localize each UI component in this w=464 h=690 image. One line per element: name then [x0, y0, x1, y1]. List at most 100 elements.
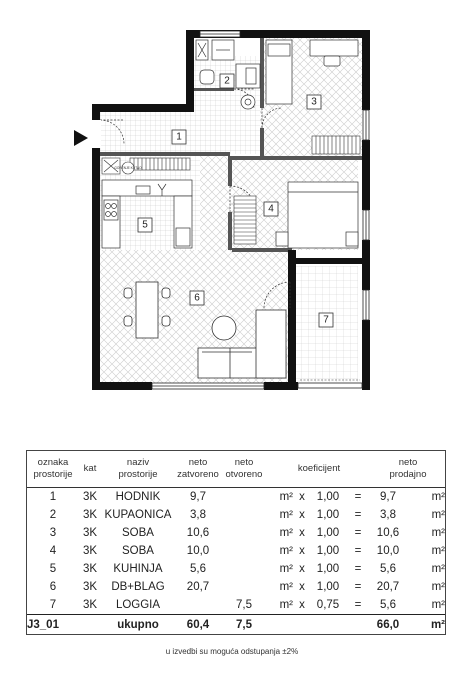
table-cell: 20,7	[186, 581, 210, 593]
total-label: ukupno	[117, 619, 159, 631]
boiler-unit: GORENJE KOTAO	[101, 157, 142, 175]
table-cell: 1,00	[316, 563, 340, 575]
room-labels: 1 2 3 4 5 6 7	[137, 73, 334, 328]
table-cell: m²	[431, 581, 445, 593]
table-cell: 1,00	[316, 509, 340, 521]
table-cell	[221, 542, 267, 560]
table-cell: 7,5	[236, 599, 252, 611]
doors	[99, 88, 291, 309]
table-cell: m²	[279, 509, 293, 521]
table-cell	[221, 488, 267, 507]
table-cell: =	[354, 581, 362, 593]
table-cell: KUHINJA	[113, 563, 163, 575]
room-label-7: 7	[323, 315, 329, 326]
table-cell: 20,7	[376, 581, 400, 593]
table-cell: =	[354, 509, 362, 521]
table-cell: m²	[431, 545, 445, 557]
table-cell: 1,00	[316, 581, 340, 593]
table-cell: x	[299, 527, 305, 539]
table-cell: KUPAONICA	[104, 509, 172, 521]
room-label-6: 6	[194, 293, 200, 304]
table-row: 6 3K DB+BLAG 20,7 m² x 1,00 = 20,7 m²	[27, 578, 445, 596]
table-cell: x	[299, 509, 305, 521]
table-cell: DB+BLAG	[111, 581, 165, 593]
table-cell: 10,0	[186, 545, 210, 557]
total-prodajno: 66,0	[376, 619, 400, 631]
table-cell: m²	[279, 581, 293, 593]
double-bed	[275, 181, 359, 249]
total-oznaka: J3_01	[27, 619, 59, 631]
table-cell: 3,8	[190, 509, 206, 521]
table-cell: x	[299, 545, 305, 557]
windows	[151, 30, 370, 390]
table-cell: =	[354, 491, 362, 503]
wardrobes	[129, 135, 361, 245]
header-koeficijent: koeficijent	[297, 463, 341, 474]
table-cell: m²	[279, 527, 293, 539]
table-cell: 10,6	[186, 527, 210, 539]
room-label-3: 3	[311, 97, 317, 108]
bathroom-fixtures	[195, 39, 261, 110]
table-cell: m²	[279, 491, 293, 503]
table-cell: m²	[431, 527, 445, 539]
table-cell: m²	[279, 545, 293, 557]
table-cell: 6	[49, 581, 57, 593]
table-cell: x	[299, 599, 305, 611]
table-cell: 3K	[82, 581, 98, 593]
table-cell	[221, 524, 267, 542]
table-cell: 2	[49, 509, 57, 521]
table-cell: m²	[279, 599, 293, 611]
bedroom-3-furniture	[265, 39, 359, 105]
table-cell: 3K	[82, 527, 98, 539]
table-cell: 5,6	[380, 599, 396, 611]
exterior-walls	[92, 30, 370, 390]
table-cell	[221, 560, 267, 578]
entrance-arrow-icon	[74, 130, 88, 146]
header-kat: kat	[83, 463, 97, 474]
table-cell: 3K	[82, 509, 98, 521]
table-cell: 5,6	[380, 563, 396, 575]
room-label-1: 1	[176, 132, 182, 143]
table-cell	[221, 578, 267, 596]
table-cell: x	[299, 581, 305, 593]
table-cell: 1,00	[316, 527, 340, 539]
table-cell	[175, 596, 221, 615]
boiler-label: GORENJE KOTAO	[114, 166, 142, 170]
table-cell: 3K	[82, 545, 98, 557]
table-cell: =	[354, 599, 362, 611]
table-cell: 10,6	[376, 527, 400, 539]
kitchen-units	[101, 179, 193, 249]
total-zatvoreno: 60,4	[186, 619, 210, 631]
table-cell: SOBA	[122, 527, 154, 539]
room-label-5: 5	[142, 220, 148, 231]
room-label-2: 2	[224, 76, 230, 87]
table-cell: x	[299, 491, 305, 503]
table-cell: 4	[49, 545, 57, 557]
table-cell: m²	[279, 563, 293, 575]
table-cell: m²	[431, 491, 445, 503]
table-cell: SOBA	[122, 545, 154, 557]
table-cell: =	[354, 545, 362, 557]
interior-walls	[100, 38, 362, 390]
table-total-row: J3_01 ukupno 60,4 7,5 66,0 m²	[27, 614, 445, 636]
table-cell: 3K	[82, 491, 98, 503]
total-otvoreno: 7,5	[236, 619, 252, 631]
table-cell: =	[354, 563, 362, 575]
total-unit: m²	[430, 619, 445, 631]
table-cell: m²	[431, 599, 445, 611]
table-cell: 5	[49, 563, 57, 575]
table-cell: 9,7	[380, 491, 396, 503]
table-cell: 3K	[82, 563, 98, 575]
